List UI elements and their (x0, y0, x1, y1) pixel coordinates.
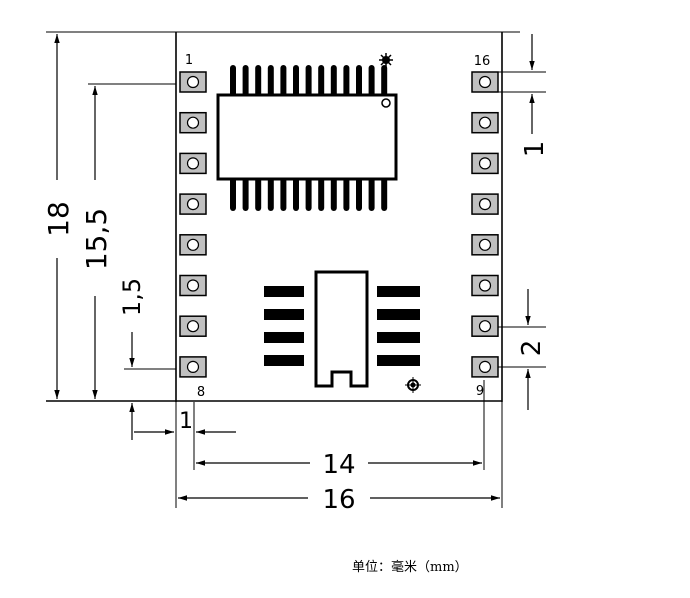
right-pad (471, 71, 499, 93)
right-pad-column (471, 71, 499, 378)
right-pad (471, 315, 499, 337)
dim-label-16: 16 (322, 485, 355, 515)
dim-label-14: 14 (322, 450, 355, 480)
left-pad (179, 152, 207, 175)
right-pad (471, 193, 499, 215)
left-pad (179, 71, 207, 93)
right-pad (471, 111, 499, 134)
main-ic-chip (216, 53, 398, 211)
unit-note: 单位：毫米（mm） (352, 560, 468, 575)
dimension-width-16: 16 (178, 402, 503, 515)
left-pad-column (179, 71, 207, 378)
dimension-pad-height-1: 1 (498, 34, 550, 157)
left-pad (179, 356, 207, 378)
right-pad (471, 356, 499, 378)
dim-label-1-vertical: 1 (520, 141, 550, 158)
ic-marker-star-icon (379, 53, 393, 67)
small-ic-chip (264, 270, 421, 393)
dim-label-15-5: 15,5 (80, 208, 113, 270)
pin-label-9: 9 (476, 384, 484, 399)
dim-label-18: 18 (42, 201, 75, 237)
pin-label-16: 16 (474, 54, 491, 69)
right-pad (471, 234, 499, 256)
pin-label-1: 1 (185, 53, 193, 68)
dimension-height-15-5: 15,5 (80, 83, 176, 399)
pin-label-8: 8 (197, 385, 205, 400)
dimension-row-spacing-14: 14 (196, 380, 485, 480)
left-pad (179, 111, 207, 134)
dim-label-1-horizontal: 1 (179, 409, 193, 434)
dimension-pin-offset-1-5: 1,5 (118, 278, 176, 440)
right-pad (471, 274, 499, 297)
dimension-pad-pitch-2: 2 (498, 289, 547, 410)
left-pad (179, 193, 207, 215)
dim-label-2: 2 (517, 340, 547, 357)
left-pad (179, 274, 207, 297)
dimension-height-18: 18 (42, 31, 176, 399)
right-pad (471, 152, 499, 175)
dim-label-1-5: 1,5 (118, 278, 146, 316)
fiducial-marker-icon (405, 377, 421, 393)
module-outline (46, 31, 520, 402)
left-pad (179, 315, 207, 337)
dimension-pad-edge-1: 1 (134, 402, 236, 508)
left-pad (179, 234, 207, 256)
